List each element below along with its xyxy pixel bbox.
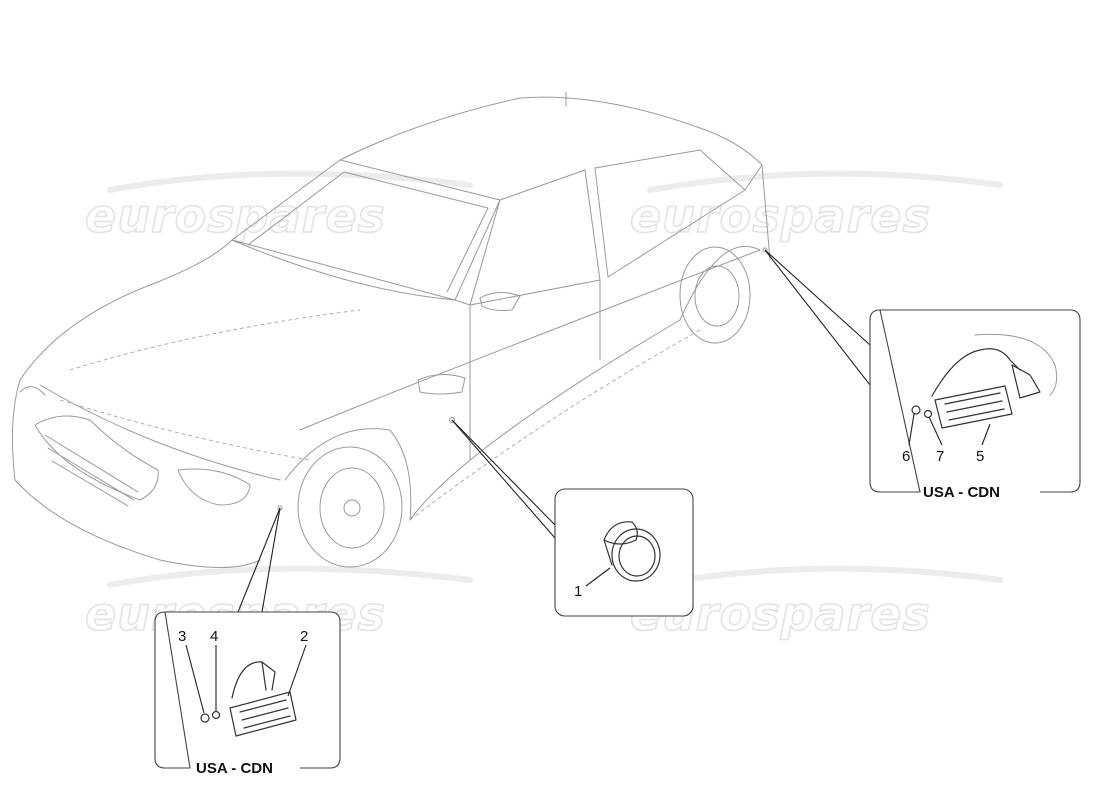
callout-fender (451, 419, 556, 539)
region-label-front: USA - CDN (196, 760, 273, 777)
watermark-top-left: eurospares (85, 189, 386, 243)
region-label-rear: USA - CDN (923, 484, 1000, 501)
detail-box-front-marker: 3 4 2 USA - CDN (154, 611, 341, 777)
front-marker-lamp (200, 661, 297, 737)
detail-box-rear-marker: 6 7 5 USA - CDN (869, 309, 1081, 501)
ref-number-1: 1 (574, 583, 582, 600)
rear-marker-lamp (911, 333, 1058, 429)
callout-rear (764, 249, 871, 386)
side-repeater-lamp (603, 521, 661, 582)
ref-number-6: 6 (902, 448, 910, 465)
ref-number-2: 2 (300, 628, 308, 645)
callout-front (237, 507, 281, 613)
watermarks: eurospares eurospares eurospares eurospa… (84, 170, 1003, 642)
detail-box-side-repeater: 1 (554, 488, 694, 617)
ref-number-7: 7 (936, 448, 944, 465)
watermark-top-right: eurospares (630, 189, 931, 243)
ref-number-5: 5 (976, 448, 984, 465)
car-illustration (11, 91, 771, 568)
ref-number-3: 3 (178, 628, 186, 645)
ref-number-4: 4 (210, 628, 218, 645)
